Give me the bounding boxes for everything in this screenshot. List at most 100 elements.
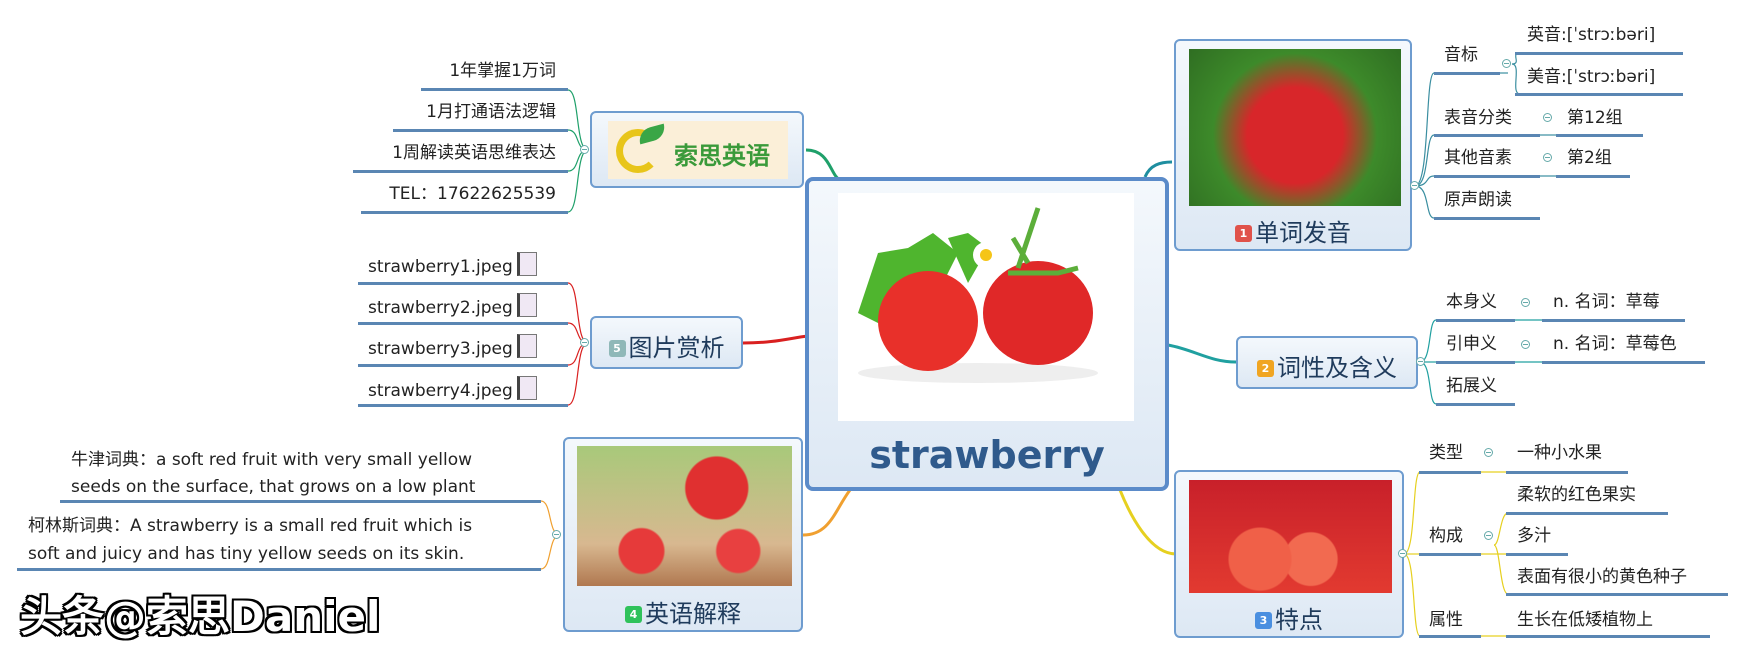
logo-ring-icon xyxy=(616,129,660,173)
central-topic[interactable]: strawberry xyxy=(805,177,1169,491)
underline xyxy=(1419,553,1481,556)
priority-badge-1: 1 xyxy=(1235,225,1252,242)
underline xyxy=(1515,93,1683,96)
subtopic-property[interactable]: 属性 xyxy=(1429,610,1463,630)
collapse-icon[interactable] xyxy=(1502,59,1511,68)
underline xyxy=(358,364,568,367)
collapse-icon[interactable] xyxy=(1521,340,1530,349)
branch-label: 图片赏析 xyxy=(628,334,725,362)
subtopic-extended-value[interactable]: n. 名词：草莓色 xyxy=(1553,334,1677,354)
collapse-icon[interactable] xyxy=(1484,448,1493,457)
logo-item-3[interactable]: 1周解读英语思维表达 xyxy=(392,143,556,163)
subtopic-small-fruit[interactable]: 一种小水果 xyxy=(1517,443,1602,463)
underline xyxy=(1556,175,1630,178)
subtopic-other-phonemes[interactable]: 其他音素 xyxy=(1444,148,1512,168)
subtopic-composition[interactable]: 构成 xyxy=(1429,526,1463,546)
strawberry-field-image xyxy=(1189,49,1401,206)
collapse-icon[interactable] xyxy=(580,338,589,347)
priority-badge-3: 3 xyxy=(1255,612,1272,629)
underline xyxy=(1506,635,1710,638)
subtopic-literal-value[interactable]: n. 名词：草莓 xyxy=(1553,292,1660,312)
definition-line: seeds on the surface, that grows on a lo… xyxy=(71,477,476,497)
logo-item-2[interactable]: 1月打通语法逻辑 xyxy=(426,102,556,122)
subtopic-uk[interactable]: 英音:[ˈstrɔːbəri] xyxy=(1527,25,1656,45)
underline xyxy=(1436,361,1515,364)
strawberry-basket-image xyxy=(577,446,792,586)
jpeg-file-icon[interactable] xyxy=(516,376,537,400)
underline xyxy=(1434,134,1540,137)
collapse-icon[interactable] xyxy=(1543,113,1552,122)
attachment-name[interactable]: strawberry2.jpeg xyxy=(368,298,513,318)
jpeg-file-icon[interactable] xyxy=(516,334,537,358)
priority-badge-2: 2 xyxy=(1257,360,1274,377)
collapse-icon[interactable] xyxy=(1398,549,1407,558)
underline xyxy=(1542,361,1705,364)
priority-badge-4: 4 xyxy=(625,606,642,623)
collapse-icon[interactable] xyxy=(1416,357,1425,366)
jpeg-file-icon[interactable] xyxy=(516,252,537,276)
collapse-icon[interactable] xyxy=(1521,298,1530,307)
subtopic-audio[interactable]: 原声朗读 xyxy=(1444,190,1512,210)
central-strawberry-image xyxy=(838,193,1134,421)
branch-logo[interactable]: 索思英语 xyxy=(590,111,804,188)
underline xyxy=(1436,403,1515,406)
subtopic-extended[interactable]: 引申义 xyxy=(1446,334,1497,354)
attachment-name[interactable]: strawberry4.jpeg xyxy=(368,381,513,401)
subtopic-soft-red[interactable]: 柔软的红色果实 xyxy=(1517,485,1636,505)
definition-line: soft and juicy and has tiny yellow seeds… xyxy=(28,544,465,564)
underline xyxy=(60,500,541,503)
attachment-1[interactable]: strawberry1.jpeg xyxy=(368,252,537,277)
subtopic-seeds[interactable]: 表面有很小的黄色种子 xyxy=(1517,567,1687,587)
attachment-name[interactable]: strawberry1.jpeg xyxy=(368,257,513,277)
attachment-name[interactable]: strawberry3.jpeg xyxy=(368,339,513,359)
collapse-icon[interactable] xyxy=(552,530,561,539)
logo-item-1[interactable]: 1年掌握1万词 xyxy=(449,61,556,81)
attachment-2[interactable]: strawberry2.jpeg xyxy=(368,293,537,318)
underline xyxy=(358,322,568,325)
underline xyxy=(421,88,568,91)
underline xyxy=(1419,471,1481,474)
underline xyxy=(1556,134,1643,137)
jpeg-file-icon[interactable] xyxy=(516,293,537,317)
branch-label: 词性及含义 xyxy=(1277,354,1397,382)
branch-label: 单词发音 xyxy=(1255,219,1351,247)
underline xyxy=(1542,319,1685,322)
underline xyxy=(17,568,541,571)
subtopic-phonetic[interactable]: 音标 xyxy=(1444,45,1478,65)
subtopic-literal[interactable]: 本身义 xyxy=(1446,292,1497,312)
collapse-icon[interactable] xyxy=(1543,153,1552,162)
subtopic-low-plant[interactable]: 生长在低矮植物上 xyxy=(1517,610,1653,630)
subtopic-expansion[interactable]: 拓展义 xyxy=(1446,376,1497,396)
underline xyxy=(1506,593,1728,596)
logo-image: 索思英语 xyxy=(608,121,788,179)
underline xyxy=(361,211,568,214)
underline xyxy=(1434,217,1540,220)
underline xyxy=(1419,635,1481,638)
underline xyxy=(393,129,568,132)
underline xyxy=(358,282,568,285)
subtopic-us[interactable]: 美音:[ˈstrɔːbəri] xyxy=(1527,67,1656,87)
collapse-icon[interactable] xyxy=(580,145,589,154)
subtopic-juicy[interactable]: 多汁 xyxy=(1517,526,1551,546)
oxford-definition[interactable]: 牛津词典：a soft red fruit with very small ye… xyxy=(71,447,475,501)
branch-label: 特点 xyxy=(1275,606,1323,634)
attachment-3[interactable]: strawberry3.jpeg xyxy=(368,334,537,359)
collapse-icon[interactable] xyxy=(1410,181,1419,190)
collapse-icon[interactable] xyxy=(1484,531,1493,540)
subtopic-type[interactable]: 类型 xyxy=(1429,443,1463,463)
subtopic-group2[interactable]: 第2组 xyxy=(1567,148,1612,168)
subtopic-phonics[interactable]: 表音分类 xyxy=(1444,108,1512,128)
collins-definition[interactable]: 柯林斯词典：A strawberry is a small red fruit … xyxy=(28,512,472,568)
attachment-4[interactable]: strawberry4.jpeg xyxy=(368,376,537,401)
watermark: 头条@索思Daniel xyxy=(20,592,381,641)
subtopic-group12[interactable]: 第12组 xyxy=(1567,108,1623,128)
underline xyxy=(358,404,568,407)
logo-item-tel[interactable]: TEL：17622625539 xyxy=(389,184,556,204)
underline xyxy=(1434,175,1540,178)
